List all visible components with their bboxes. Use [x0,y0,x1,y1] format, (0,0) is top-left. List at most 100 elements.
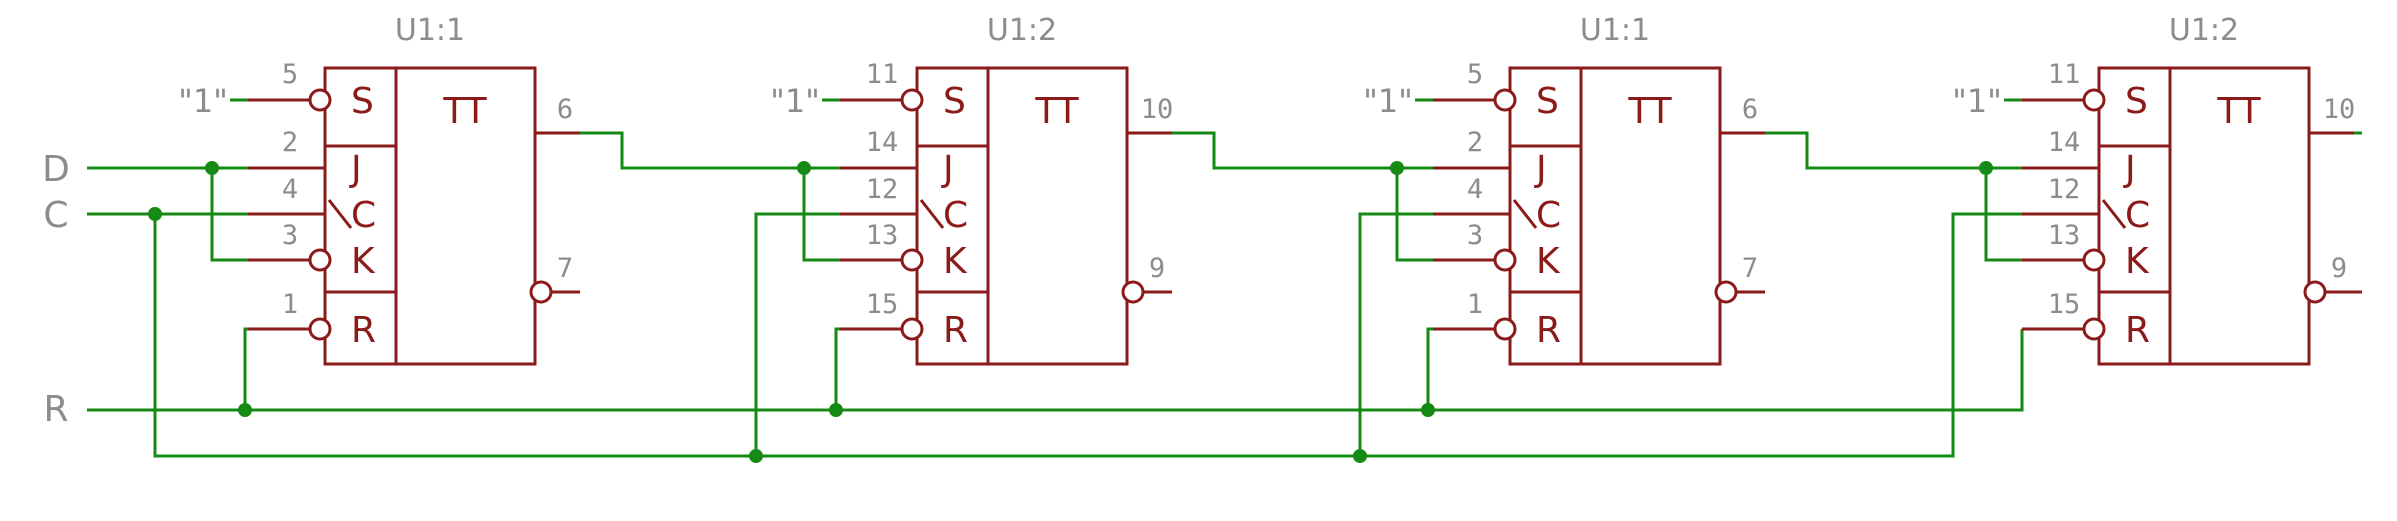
pin-label-r: R [2125,310,2150,351]
component-name: U1:2 [987,13,1057,48]
inversion-bubble [2082,88,2106,112]
net-c-3 [1358,212,1433,456]
pin-label-s: S [351,81,374,122]
inversion-bubble [308,88,332,112]
clock-slash [919,199,945,229]
junction-dot [1979,161,1993,175]
clock-slash [2101,199,2127,229]
pin-number-j: 2 [282,127,298,158]
pin-label-s: S [2125,81,2148,122]
pin-number-q: 10 [2323,94,2356,125]
flipflop-body [915,66,1129,366]
pin-label-r: R [1536,310,1561,351]
pin-number-s: 11 [2048,59,2081,90]
pin-number-j: 2 [1467,127,1483,158]
pin-number-q: 10 [1141,94,1174,125]
pin-label-c: C [351,195,376,236]
junction-dot [238,403,252,417]
inversion-bubble [308,248,332,272]
pin-number-s: 5 [1467,59,1483,90]
junction-dot [205,161,219,175]
inversion-bubble [2303,280,2327,304]
junction-dot [1390,161,1404,175]
junction-dot [797,161,811,175]
pin-number-q: 6 [557,94,573,125]
pin-number-c: 12 [2048,174,2081,205]
pin-label-r: R [943,310,968,351]
pin-label-j: J [941,149,954,190]
component-type: TT [442,91,487,132]
inversion-bubble [1714,280,1738,304]
inversion-bubble [900,248,924,272]
pin-label-k: K [2125,241,2150,282]
junctions [148,161,1993,463]
pin-number-qn: 9 [2331,253,2347,284]
pin-number-r: 1 [1467,289,1483,320]
inversion-bubble [1493,88,1517,112]
pin-label-j: J [349,149,362,190]
inversion-bubble [900,88,924,112]
net-r-3 [1426,327,1433,410]
pin-number-r: 1 [282,289,298,320]
inversion-bubble [1493,248,1517,272]
component-name: U1:1 [395,13,465,48]
pin-label-j: J [2123,149,2136,190]
pin-number-qn: 7 [557,253,573,284]
pin-label-k: K [1536,241,1561,282]
pin-number-q: 6 [1742,94,1758,125]
pin-number-s: 5 [282,59,298,90]
junction-dot [749,449,763,463]
net-r-1 [243,327,248,410]
pin-number-j: 14 [2048,127,2081,158]
junction-dot [148,207,162,221]
pin-number-k: 13 [866,220,899,251]
input-net-labels: DC R [42,149,70,430]
pin-number-c: 4 [1467,174,1483,205]
pin-number-k: 3 [1467,220,1483,251]
pin-label-s: S [1536,81,1559,122]
pin-label-j: J [1534,149,1547,190]
flipflop-body [2097,66,2311,366]
pin-number-r: 15 [2048,289,2081,320]
net-label-d: D [42,149,70,190]
pin-number-c: 4 [282,174,298,205]
net-d-k1 [210,168,248,262]
pin-number-j: 14 [866,127,899,158]
net-c-2 [754,212,840,456]
net-jk-tie-2 [1395,168,1433,262]
flipflop-body [1508,66,1722,366]
inversion-bubble [900,317,924,341]
pin-number-c: 12 [866,174,899,205]
net-q-to-j-1 [580,131,840,170]
component-type: TT [1034,91,1079,132]
net-jk-tie-3 [1984,168,2022,262]
pin-number-qn: 7 [1742,253,1758,284]
clock-slash [1512,199,1538,229]
net-q-to-j-3 [1765,131,2022,170]
pin-number-qn: 9 [1149,253,1165,284]
inversion-bubble [308,317,332,341]
wires [87,131,2362,458]
pin-label-c: C [1536,195,1561,236]
inversion-bubble [2082,317,2106,341]
component-name: U1:1 [1580,13,1650,48]
inversion-bubble [529,280,553,304]
pin-number-r: 15 [866,289,899,320]
constant-one-label: "1" [178,82,228,120]
junction-dot [829,403,843,417]
flipflop-symbols: U1:1TTSJCKR5243167"1"U1:2TTSJCKR11141213… [178,13,2356,366]
net-c-bus [153,212,2022,458]
net-r-2 [834,327,840,410]
pin-label-r: R [351,310,376,351]
net-label-r: R [43,389,68,430]
inversion-bubble [2082,248,2106,272]
constant-one-label: "1" [1363,82,1413,120]
component-type: TT [2216,91,2261,132]
net-label-c: C [43,195,68,236]
constant-one-label: "1" [770,82,820,120]
pin-number-k: 3 [282,220,298,251]
pin-label-k: K [943,241,968,282]
pin-number-k: 13 [2048,220,2081,251]
